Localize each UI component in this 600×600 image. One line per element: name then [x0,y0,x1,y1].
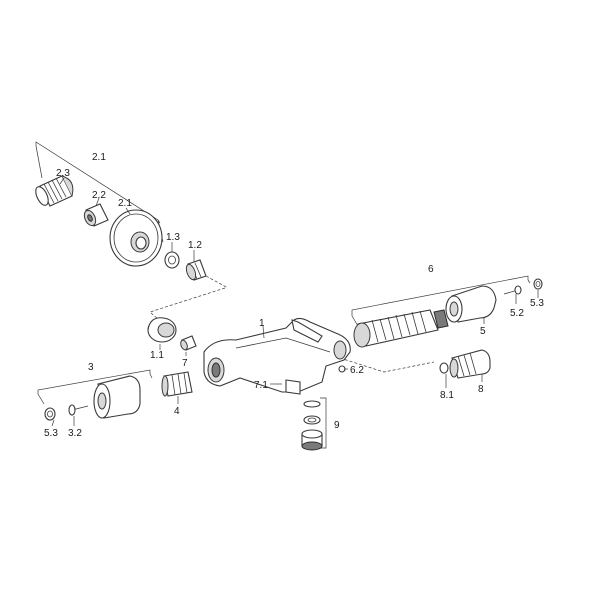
part-1-mixer-body [203,317,351,395]
part-5-handle [445,285,497,323]
label-1-2: 1.2 [188,240,202,251]
label-1-3: 1.3 [166,232,180,243]
label-3-2: 3.2 [68,428,82,439]
label-6-2: 6.2 [350,365,364,376]
label-1: 1 [259,318,265,329]
part-5-3-cap-left [44,407,56,421]
part-3-2-screw [68,404,89,416]
label-9: 9 [334,420,340,431]
label-5-3-left: 5.3 [44,428,58,439]
group-bracket-6 [351,275,531,327]
part-2-3-connector [35,175,74,207]
part-7-plug [180,335,197,351]
part-1-2-nipple [185,259,207,281]
label-4: 4 [174,406,180,417]
part-6-cartridge [353,309,449,348]
label-3: 3 [88,362,94,373]
part-1-3-washer [164,251,180,269]
label-2-1-top: 2.1 [92,152,106,163]
label-8: 8 [478,384,484,395]
label-7-1: 7.1 [254,380,268,391]
label-7: 7 [182,358,188,369]
group-bracket-9 [320,397,327,449]
part-labels: 2.1 2.3 2.2 2.1 1.3 1.2 6 5.2 5.3 5 1 1.… [44,152,544,439]
part-4-cartridge [161,371,193,397]
label-2-2: 2.2 [92,190,106,201]
label-2-3: 2.3 [56,168,70,179]
label-6: 6 [428,264,434,275]
part-8-valve [449,349,491,379]
label-8-1: 8.1 [440,390,454,401]
label-1-1: 1.1 [150,350,164,361]
part-1-1-nut [147,317,177,343]
label-5-2: 5.2 [510,308,524,319]
assembly-axis-lines [149,275,435,373]
part-8-1-ring [439,362,449,374]
part-2-2-sleeve [83,203,109,227]
part-5-3-cap-right [533,278,543,290]
part-9-aerator-set [301,400,323,451]
group-bracket-3 [37,369,153,405]
label-5: 5 [480,326,486,337]
part-2-1-escutcheon [109,209,163,267]
part-3-handle [93,375,141,419]
label-5-3-right: 5.3 [530,298,544,309]
part-5-2-screw [503,285,522,295]
label-2-1: 2.1 [118,198,132,209]
leader-lines [51,177,539,427]
